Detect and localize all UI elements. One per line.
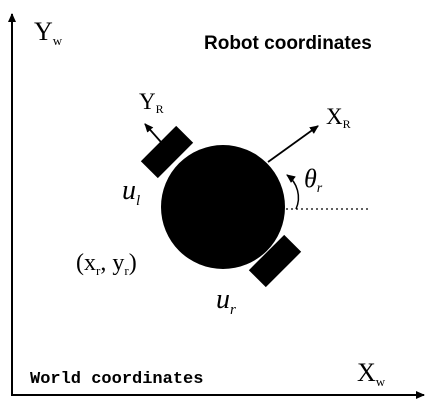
left-wheel-label: ul [122, 175, 140, 209]
world-x-axis-label: Xw [357, 358, 386, 389]
robot-body [161, 145, 285, 269]
robot-y-axis-label: YR [139, 89, 164, 116]
robot-x-axis-label: XR [326, 104, 351, 131]
robot-position-label: (xr, yr) [76, 250, 137, 278]
right-wheel [248, 234, 302, 288]
theta-label: θr [304, 164, 323, 196]
figure-title: Robot coordinates [204, 33, 372, 54]
right-wheel-label: ur [216, 284, 236, 318]
world-y-axis-label: Yw [34, 17, 63, 48]
world-coordinates-label: World coordinates [30, 370, 203, 389]
left-wheel [140, 125, 194, 179]
robot-y-axis-arrow [144, 123, 169, 151]
robot-x-axis-arrow [267, 125, 319, 163]
theta-arc [286, 174, 300, 210]
